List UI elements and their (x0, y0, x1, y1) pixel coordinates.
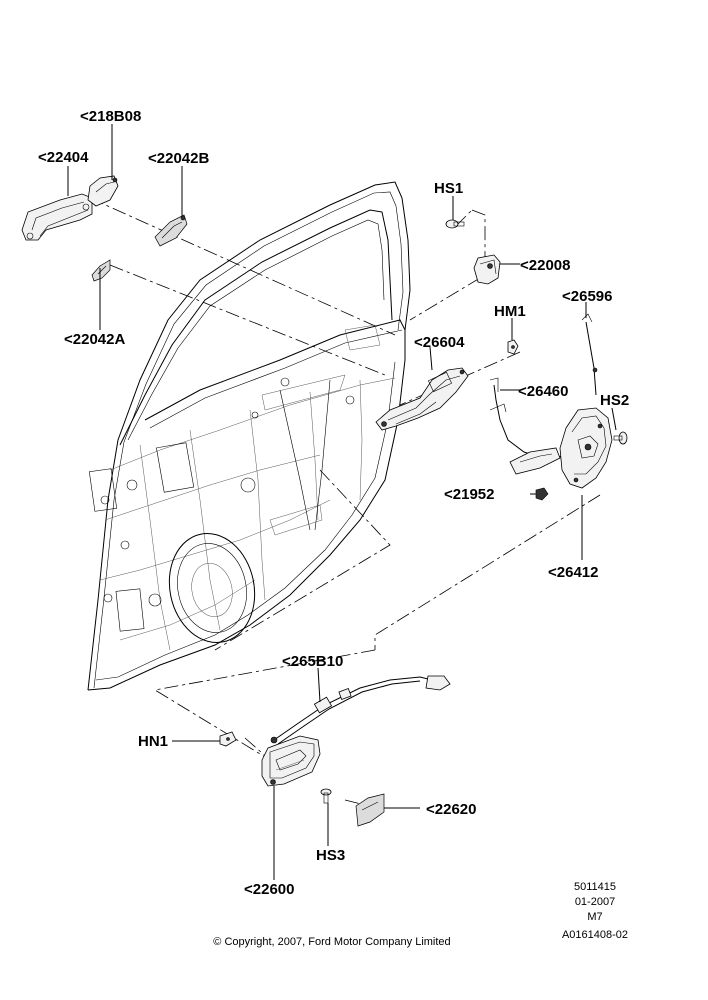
callout-26460: <26460 (518, 383, 568, 400)
rear-door-shell (87, 181, 411, 691)
callout-26604: <26604 (414, 334, 465, 351)
interior-handle-housing-22600 (261, 735, 321, 787)
reference-drawing-id: A0161408-02 (562, 929, 628, 941)
rod-26596 (581, 313, 598, 396)
handle-cover-218B08 (87, 175, 119, 207)
callout-labels: <22404 <218B08 <22042B <22042A HS1 <2200… (38, 108, 629, 898)
callout-HN1: HN1 (138, 733, 168, 750)
bracket-22008 (473, 254, 501, 285)
interior-handle-26604 (375, 367, 469, 431)
callout-22042A: <22042A (64, 331, 125, 348)
callout-HS2: HS2 (600, 392, 629, 409)
assembly-lines (89, 197, 601, 806)
callout-21952: <21952 (444, 486, 494, 503)
reference-model: M7 (587, 911, 602, 923)
cover-22620 (355, 793, 385, 827)
reference-block: 5011415 01-2007 M7 A0161408-02 (562, 881, 628, 941)
callout-265B10: <265B10 (282, 653, 343, 670)
callout-HM1: HM1 (494, 303, 526, 320)
callout-HS1: HS1 (434, 180, 463, 197)
callout-218B08: <218B08 (80, 108, 141, 125)
reference-date: 01-2007 (575, 896, 615, 908)
nut-HM1 (507, 339, 519, 355)
callout-22600: <22600 (244, 881, 294, 898)
leader-lines (67, 124, 617, 880)
screw-HS3 (320, 788, 332, 804)
cable-265B10 (270, 675, 451, 745)
nut-HN1 (219, 731, 237, 747)
callout-26412: <26412 (548, 564, 598, 581)
copyright-notice: © Copyright, 2007, Ford Motor Company Li… (213, 936, 450, 948)
callout-22404: <22404 (38, 149, 89, 166)
door-latch-26412 (509, 407, 613, 489)
gasket-22042A (91, 259, 111, 282)
callout-22008: <22008 (520, 257, 570, 274)
callout-22042B: <22042B (148, 150, 209, 167)
reference-number: 5011415 (574, 881, 616, 893)
gasket-22042B (154, 214, 188, 247)
clip-21952 (535, 487, 549, 501)
screw-HS1 (445, 219, 465, 229)
callout-26596: <26596 (562, 288, 612, 305)
callout-22620: <22620 (426, 801, 476, 818)
exterior-handle-22404 (21, 193, 93, 241)
screw-HS2 (613, 431, 628, 445)
callout-HS3: HS3 (316, 847, 345, 864)
